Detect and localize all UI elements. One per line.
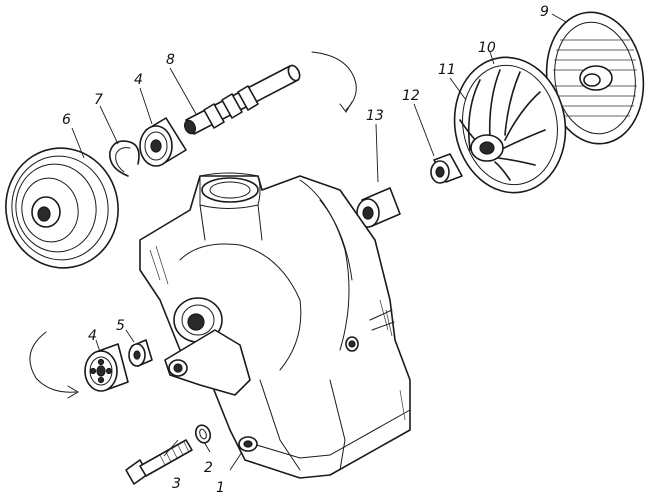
callout-7: 7 — [94, 92, 103, 108]
callout-labels: 1 2 3 4 4 5 6 7 8 9 10 11 12 13 — [62, 4, 549, 496]
part-4-bearing-top — [139, 117, 187, 167]
part-4-bearing-bottom — [84, 343, 129, 392]
callout-3: 3 — [172, 476, 181, 492]
part-2-washer — [194, 424, 212, 444]
part-8-shaft — [183, 64, 301, 135]
callout-13: 13 — [366, 108, 384, 124]
callout-1: 1 — [216, 480, 225, 496]
part-7-circlip — [109, 140, 140, 177]
callout-6: 6 — [62, 112, 71, 128]
leader-lines — [71, 13, 567, 471]
callout-9: 9 — [540, 4, 549, 20]
part-1-pump-housing — [139, 172, 411, 479]
callout-11: 11 — [438, 62, 456, 78]
assembly-arrow-top — [311, 51, 357, 113]
callout-12: 12 — [402, 88, 420, 104]
part-12-bush — [430, 153, 463, 184]
callout-5: 5 — [116, 318, 125, 334]
callout-4-bottom: 4 — [88, 328, 97, 344]
callout-4-top: 4 — [134, 72, 143, 88]
part-9-pulley-disc — [545, 11, 645, 145]
part-11-impeller — [459, 69, 546, 181]
part-6-pulley — [5, 147, 119, 269]
callout-8: 8 — [166, 52, 175, 68]
part-5-seal — [128, 339, 153, 367]
assembly-arrow-bottom — [29, 331, 79, 399]
callout-10: 10 — [478, 40, 496, 56]
callout-2: 2 — [204, 460, 213, 476]
part-13-bush — [356, 187, 401, 228]
part-3-bolt — [125, 439, 193, 485]
